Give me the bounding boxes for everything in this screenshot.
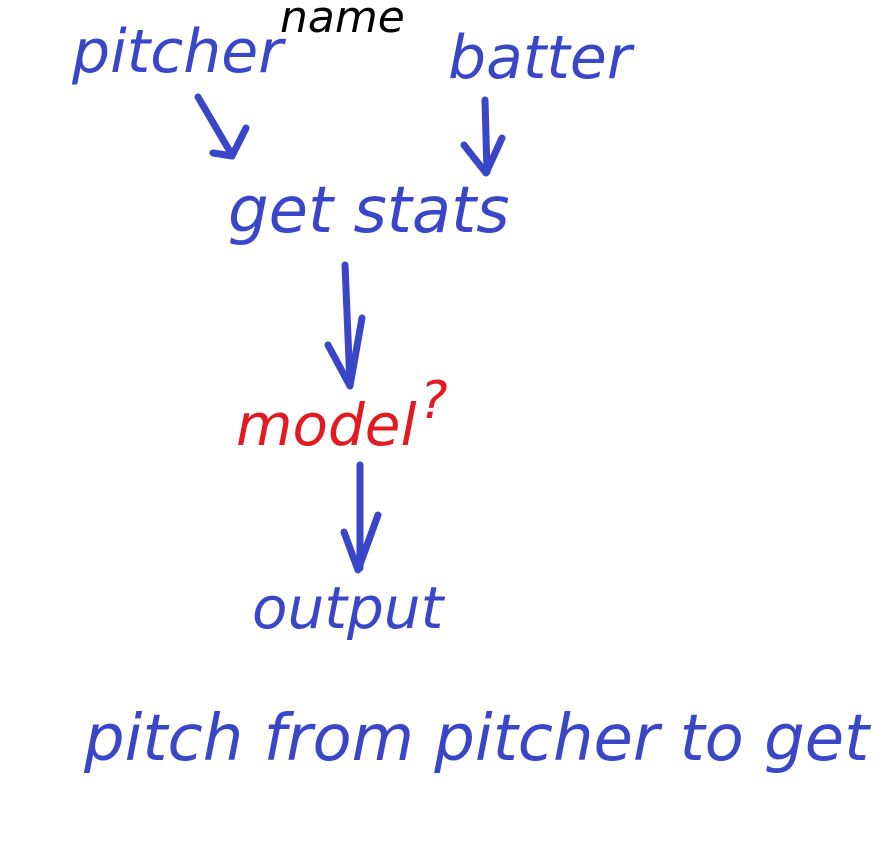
node-pitcher: pitcher [71, 17, 286, 87]
footer-note: pitch from pitcher to get out [83, 702, 890, 776]
node-batter: batter [448, 23, 635, 93]
arrow-pitcher-to-getstats [194, 93, 250, 160]
model-question-mark: ? [420, 371, 448, 431]
node-model: model [236, 391, 417, 459]
node-get-stats: get stats [228, 174, 510, 248]
arrow-model-to-output [340, 461, 382, 574]
label-name: name [280, 0, 405, 43]
node-output: output [252, 574, 446, 642]
arrow-getstats-to-model [324, 261, 366, 390]
arrow-batter-to-getstats [460, 96, 506, 177]
